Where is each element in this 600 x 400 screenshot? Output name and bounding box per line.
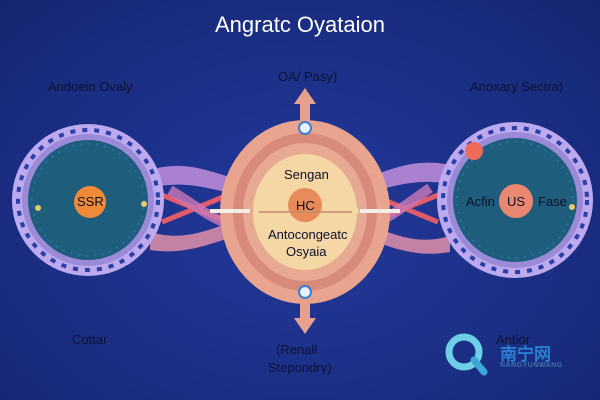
up-arrow xyxy=(294,88,316,135)
label-top-center: OA/ Pasy) xyxy=(278,69,338,84)
right-cell-right-label: Fase xyxy=(538,194,567,209)
watermark-logo xyxy=(445,333,488,376)
label-top-right: Anoxary Sectra) xyxy=(470,79,564,94)
center-cell-top-label: Sengan xyxy=(284,167,329,182)
label-bottom-right: Antior xyxy=(496,332,530,347)
center-cell xyxy=(210,120,400,304)
right-cell-nucleus-label: US xyxy=(507,194,526,209)
right-vesicle xyxy=(465,142,483,160)
right-nucleus xyxy=(499,184,533,218)
watermark-sub: NANGYUNWANG xyxy=(500,362,563,369)
right-cell-left-label: Acfin xyxy=(466,194,495,209)
center-cell-nucleus-label: HC xyxy=(296,198,315,213)
left-cell-nucleus-label: SSR xyxy=(77,194,104,209)
center-cell-line2: Osyaia xyxy=(286,244,327,259)
label-bottom-left: Cottar xyxy=(72,332,108,347)
label-bottom-center-1: (Renall xyxy=(276,342,318,357)
left-cell xyxy=(12,124,164,276)
center-cell-line1: Antocongeatc xyxy=(268,227,348,242)
right-rod xyxy=(360,209,400,213)
diagram-title: Angratc Oyataion xyxy=(215,12,385,37)
watermark-brand: 南宁网 xyxy=(500,345,551,365)
left-rod xyxy=(210,209,250,213)
left-nucleus xyxy=(74,186,106,218)
label-top-left: Andoein Ovaly xyxy=(48,79,133,94)
right-cell xyxy=(437,122,593,278)
down-arrow xyxy=(294,285,316,334)
label-bottom-center-2: Stepondry) xyxy=(268,360,332,375)
center-nucleus xyxy=(288,188,322,222)
